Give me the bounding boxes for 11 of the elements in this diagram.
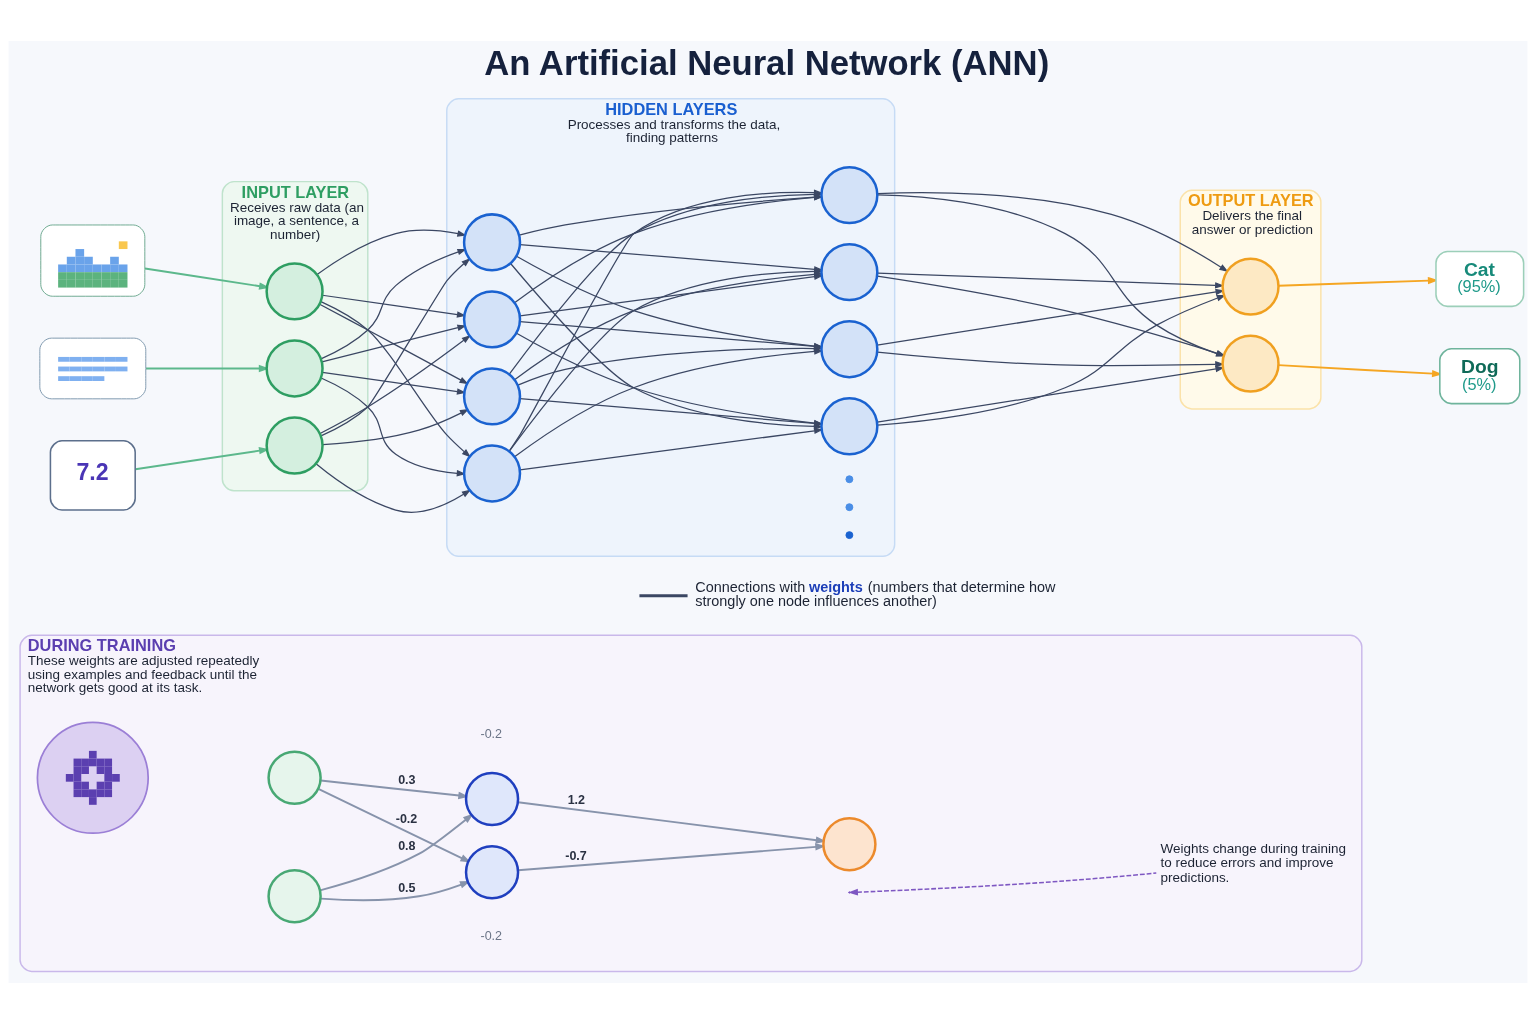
edge-label: -0.7 — [565, 849, 587, 864]
edge-label: 1.2 — [567, 793, 586, 808]
node-text: Weights change during training to reduce errors and improve predictions. — [1160, 840, 1346, 885]
legend-label: Connections with weights (numbers that determine how strongly one node influences another) — [695, 578, 1056, 610]
diagram-title: An Artificial Neural Network (ANN) — [484, 44, 1050, 83]
edge-label: 0.5 — [398, 880, 416, 895]
label: -0.2 — [480, 929, 503, 944]
edge-label: 0.3 — [398, 773, 416, 787]
label: -0.2 — [480, 726, 503, 741]
edge-label: 0.8 — [398, 838, 416, 853]
edge-label: -0.2 — [395, 811, 418, 826]
